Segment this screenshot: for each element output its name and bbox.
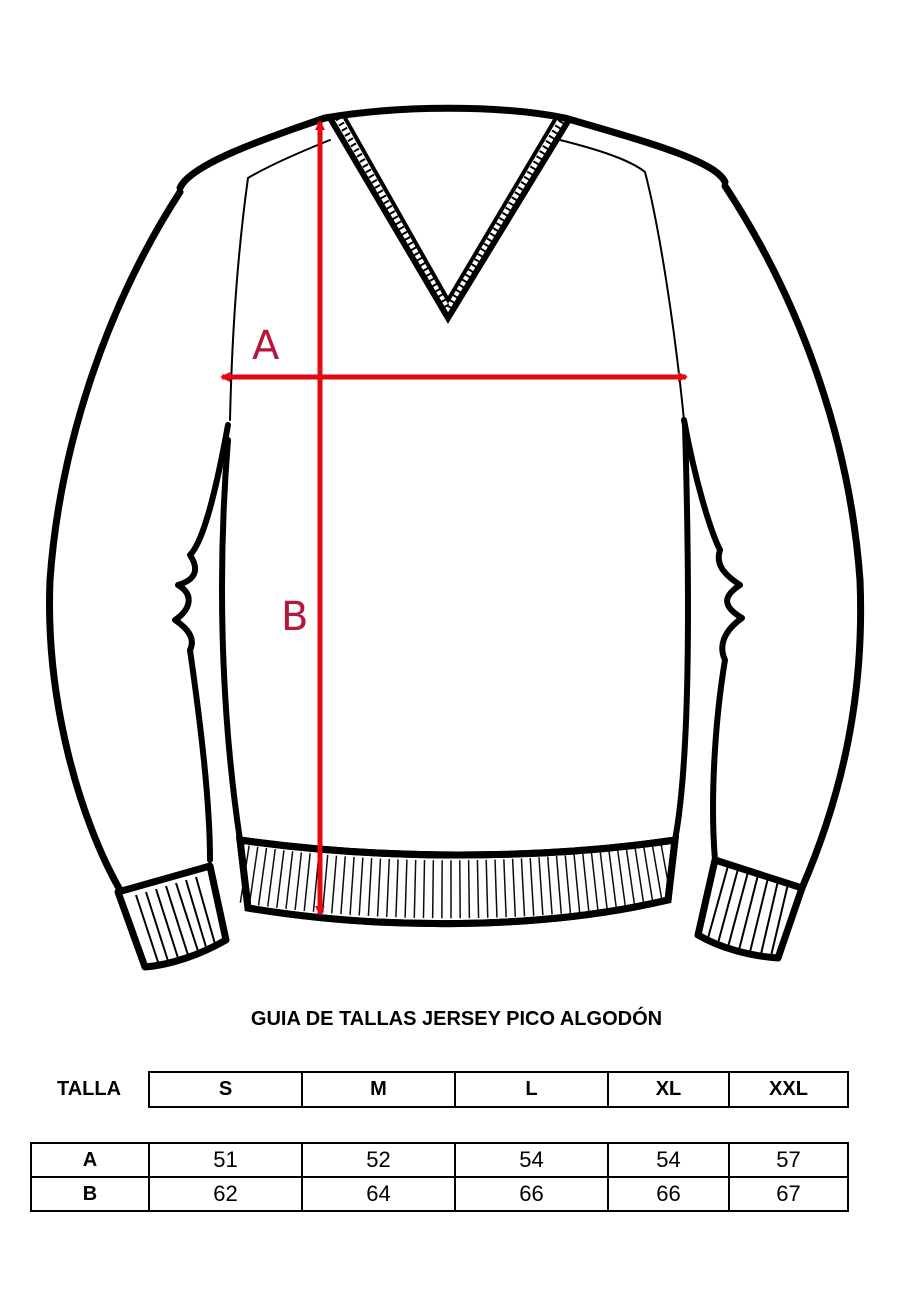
right-sleeve-inner	[681, 417, 745, 863]
table-cell: 67	[728, 1176, 849, 1212]
table-cell: 64	[301, 1176, 456, 1212]
sweater-diagram	[46, 104, 865, 971]
table-cell: 51	[148, 1142, 303, 1178]
right-cuff	[694, 856, 806, 962]
size-col-l: L	[454, 1071, 609, 1108]
sweater-outline	[46, 104, 865, 894]
size-col-xxl: XXL	[728, 1071, 849, 1108]
table-cell: 54	[454, 1142, 609, 1178]
left-sleeve-inner	[172, 422, 231, 863]
table-cell: 66	[454, 1176, 609, 1212]
table-cell: 62	[148, 1176, 303, 1212]
measure-a-label: A	[252, 323, 280, 369]
size-col-s: S	[148, 1071, 303, 1108]
measure-b-label: B	[281, 594, 309, 640]
table-cell: 66	[607, 1176, 730, 1212]
left-seam	[229, 139, 331, 421]
shoulder-line	[176, 104, 729, 192]
table-cell: 57	[728, 1142, 849, 1178]
table-cell: 52	[301, 1142, 456, 1178]
waist-band	[235, 835, 680, 928]
size-col-xl: XL	[607, 1071, 730, 1108]
right-seam	[559, 139, 685, 421]
size-header-table: TALLA S M L XL XXL	[30, 1071, 849, 1108]
body-right-side	[672, 422, 691, 843]
v-neck-collar	[327, 116, 573, 324]
left-cuff	[114, 862, 230, 971]
table-row: A 51 52 54 54 57	[30, 1142, 849, 1178]
table-row: B 62 64 66 66 67	[30, 1176, 849, 1212]
left-sleeve-outer	[46, 188, 184, 894]
body-left-side	[219, 437, 243, 843]
size-guide-title: GUIA DE TALLAS JERSEY PICO ALGODÓN	[250, 1008, 663, 1030]
row-label-a: A	[30, 1142, 150, 1178]
size-header-row: TALLA S M L XL XXL	[30, 1071, 849, 1108]
row-label-b: B	[30, 1176, 150, 1212]
size-header-label: TALLA	[56, 1078, 122, 1100]
measurement-table: A 51 52 54 54 57 B 62 64 66 66 67	[30, 1142, 849, 1212]
right-sleeve-outer	[721, 182, 865, 892]
size-col-m: M	[301, 1071, 456, 1108]
table-cell: 54	[607, 1142, 730, 1178]
